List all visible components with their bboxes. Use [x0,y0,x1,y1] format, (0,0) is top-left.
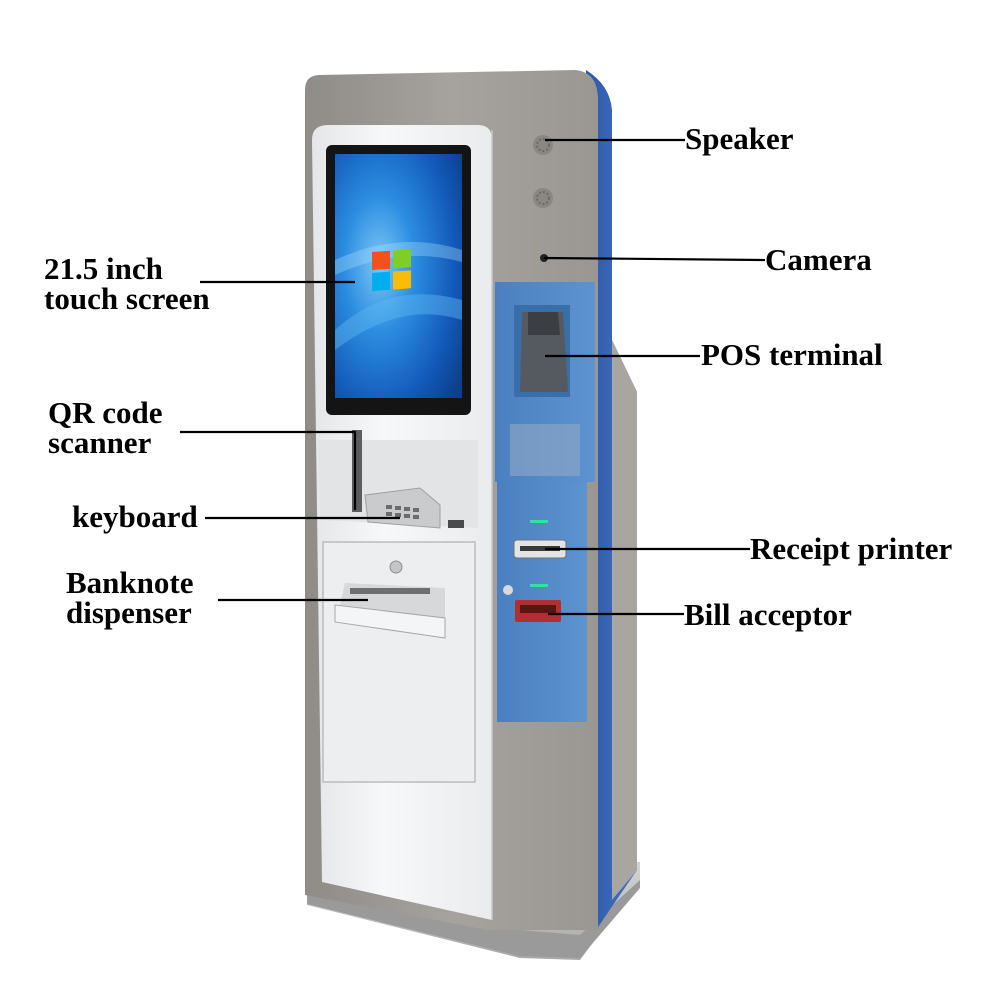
label-banknote-dispenser-line1: Banknote [66,565,194,600]
label-speaker-text: Speaker [685,121,794,156]
label-receipt-printer: Receipt printer [750,531,953,566]
payment-module [497,482,587,722]
touch-screen [326,145,471,415]
banknote-dispenser [334,583,446,639]
label-banknote-dispenser: Banknote dispenser [66,565,194,630]
speaker-icon [533,135,553,208]
label-qr-scanner-line2: scanner [48,425,152,460]
pos-module [495,282,595,482]
label-keyboard-text: keyboard [72,499,198,534]
callout-leader-lines [180,138,766,616]
kiosk-side-panel [586,70,637,930]
label-bill-acceptor-text: Bill acceptor [684,597,852,632]
label-touch-screen: 21.5 inch touch screen [44,251,210,316]
label-qr-scanner: QR code scanner [48,395,163,460]
label-bill-acceptor: Bill acceptor [684,597,852,632]
label-touch-screen-line1: 21.5 inch [44,251,163,286]
label-receipt-printer-text: Receipt printer [750,531,953,566]
bill-acceptor-slot [515,600,561,622]
windows-logo-icon [372,249,411,291]
label-banknote-dispenser-line2: dispenser [66,595,192,630]
label-camera: Camera [765,242,872,277]
label-pos-terminal: POS terminal [701,337,883,372]
label-pos-terminal-text: POS terminal [701,337,883,372]
leader-camera [543,256,766,262]
label-camera-text: Camera [765,242,872,277]
leader-qr-scanner [180,430,357,510]
receipt-printer-slot [513,539,567,559]
keyboard-recess [318,430,478,529]
label-touch-screen-line2: touch screen [44,281,210,316]
lower-door [322,541,476,783]
label-qr-scanner-line1: QR code [48,395,163,430]
keypad-icon [386,505,419,519]
label-keyboard: keyboard [72,499,198,534]
label-speaker: Speaker [685,121,794,156]
